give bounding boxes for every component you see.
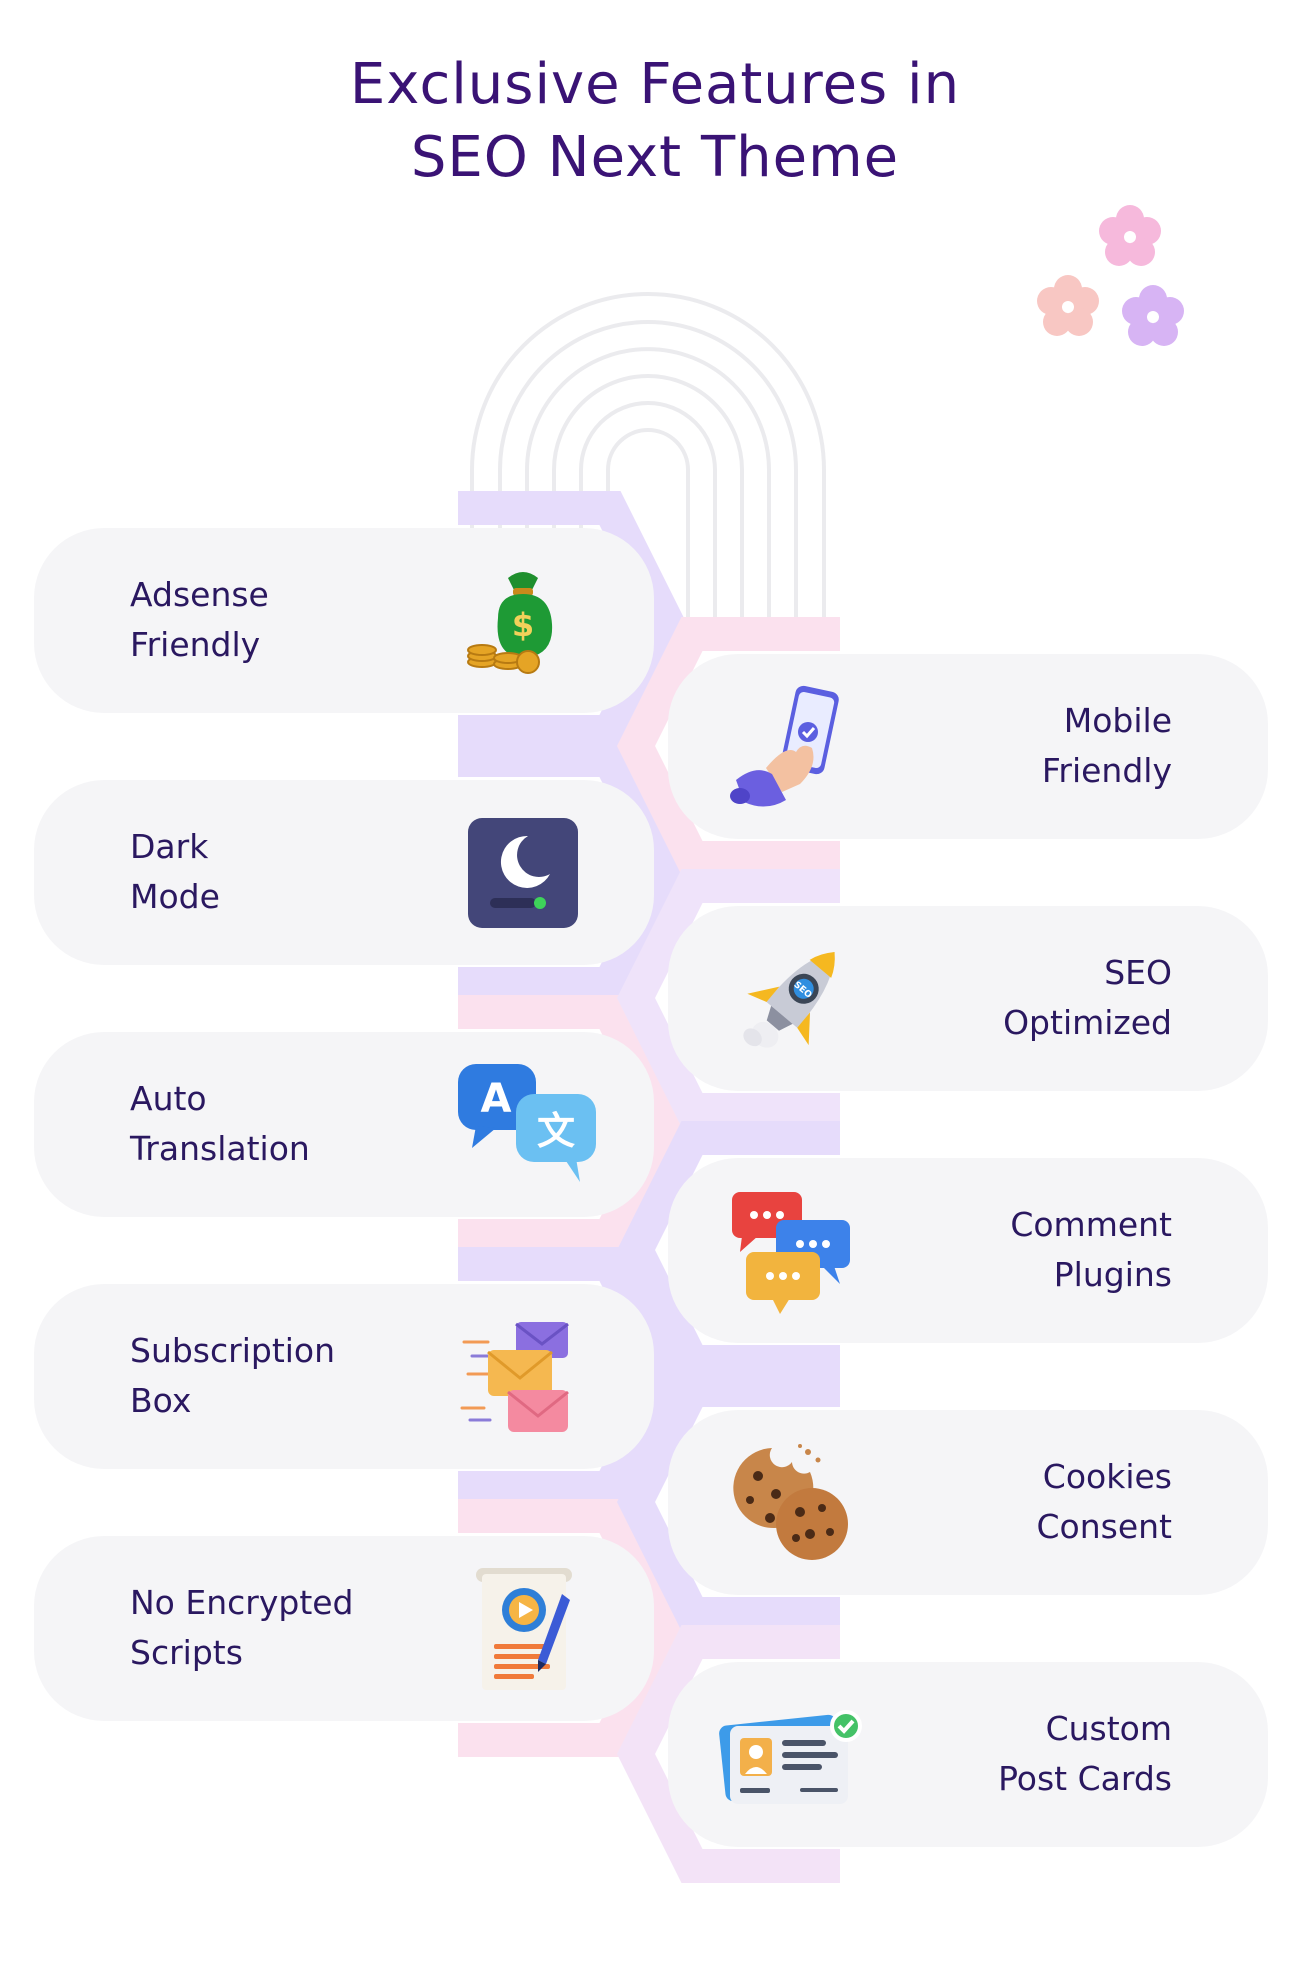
feature-card-comment-plugins: Comment Plugins xyxy=(668,1158,1268,1343)
id-card-icon xyxy=(719,1710,862,1804)
hex-left-3 xyxy=(458,995,686,1253)
feature-label: Comment Plugins xyxy=(1010,1205,1172,1294)
feature-card-seo-optimized: SEO Optimized SEO xyxy=(668,906,1268,1091)
flower-lilac-icon xyxy=(1122,285,1184,346)
rocket-icon: SEO xyxy=(743,952,835,1048)
svg-text:$: $ xyxy=(512,606,534,644)
translate-bubbles-icon: A 文 xyxy=(458,1064,596,1182)
svg-text:文: 文 xyxy=(537,1109,575,1153)
hex-right-2 xyxy=(616,869,840,1127)
feature-label: SEO Optimized xyxy=(1003,953,1172,1042)
hex-right-3 xyxy=(616,1121,840,1379)
feature-card-cookies-consent: Cookies Consent xyxy=(668,1410,1268,1595)
feature-card-no-encrypted-scripts: No Encrypted Scripts xyxy=(34,1536,654,1721)
feature-label: Cookies Consent xyxy=(1036,1457,1173,1546)
flower-pink-icon xyxy=(1099,205,1161,266)
feature-label: Mobile Friendly xyxy=(1041,701,1172,790)
feature-label: No Encrypted Scripts xyxy=(130,1583,354,1672)
hex-left-1 xyxy=(458,491,686,749)
smartphone-hand-icon xyxy=(730,685,839,807)
feature-card-custom-post-cards: Custom Post Cards xyxy=(668,1662,1268,1847)
title-line-2: SEO Next Theme xyxy=(410,125,900,190)
hex-left-2 xyxy=(458,743,686,1001)
feature-label: Adsense Friendly xyxy=(130,575,269,664)
dark-mode-moon-icon xyxy=(468,818,578,928)
flower-peach-icon xyxy=(1037,275,1099,336)
feature-card-adsense-friendly: Adsense Friendly $ xyxy=(34,528,654,713)
chat-bubbles-icon xyxy=(732,1192,850,1314)
feature-card-mobile-friendly: Mobile Friendly xyxy=(668,654,1268,839)
svg-text:A: A xyxy=(481,1076,512,1122)
hex-left-4 xyxy=(458,1247,686,1505)
feature-card-subscription-box: Subscription Box xyxy=(34,1284,654,1469)
hex-right-5 xyxy=(616,1625,840,1883)
feature-label: Auto Translation xyxy=(130,1079,310,1168)
feature-card-dark-mode: Dark Mode xyxy=(34,780,654,965)
cookies-icon xyxy=(733,1444,848,1560)
feature-card-auto-translation: Auto Translation A 文 xyxy=(34,1032,654,1217)
money-bag-icon: $ xyxy=(467,572,553,674)
hex-right-1 xyxy=(616,617,840,875)
hex-right-4 xyxy=(616,1373,840,1631)
feature-label: Custom Post Cards xyxy=(998,1709,1172,1798)
feature-label: Dark Mode xyxy=(130,827,220,916)
title-line-1: Exclusive Features in xyxy=(349,52,961,117)
envelopes-icon xyxy=(460,1322,569,1432)
flowers-decoration xyxy=(1037,205,1184,346)
decorative-arches xyxy=(470,292,826,630)
feature-label: Subscription Box xyxy=(130,1331,336,1420)
script-document-icon xyxy=(476,1568,572,1690)
page-title: Exclusive Features in SEO Next Theme xyxy=(0,48,1310,194)
hex-left-5 xyxy=(458,1499,686,1757)
